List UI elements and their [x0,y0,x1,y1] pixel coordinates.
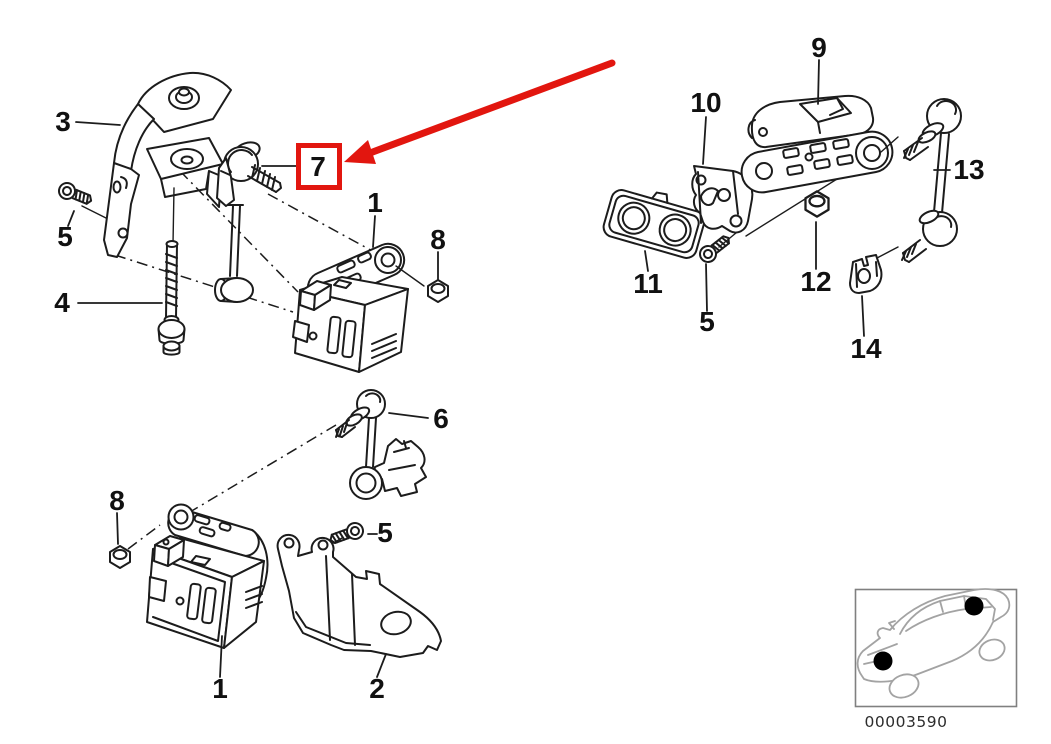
callout-1-lower[interactable]: 1 [212,673,228,704]
callout-12[interactable]: 12 [800,266,831,297]
part-drawing-sensor-9 [740,94,894,194]
callout-3[interactable]: 3 [55,106,71,137]
part-drawing-bracket-10 [691,165,754,234]
part-drawing-screw-5-rear [695,230,735,267]
callout-5-rear[interactable]: 5 [699,306,715,337]
part-drawing-bracket-3 [103,71,232,258]
callout-leader-lines [67,59,951,678]
callout-11[interactable]: 11 [633,268,663,299]
part-drawing-nut-8-front [427,279,449,303]
lower-assembly [109,389,442,658]
part-drawing-bracket-2 [276,533,442,658]
callout-9[interactable]: 9 [811,32,827,63]
part-drawing-clip-14 [849,254,883,294]
callout-8-front[interactable]: 8 [430,224,446,255]
highlight-box [296,143,342,190]
diagram-code: 00003590 [865,713,948,731]
highlight-arrow-shaft [366,59,616,157]
part-drawing-nut-8-lower [109,545,131,569]
sensor-location-dot-front [873,651,893,671]
part-drawing-link-rod-7 [214,141,282,303]
part-drawing-bolt-4 [157,240,186,356]
part-drawing-screw-5-front [55,179,96,210]
callout-14[interactable]: 14 [850,333,882,364]
callout-13[interactable]: 13 [953,154,984,185]
highlight-annotation [296,59,616,190]
location-thumbnail: 00003590 [854,588,1018,731]
callout-7-highlighted[interactable]: 7 [310,151,326,182]
callout-6[interactable]: 6 [433,403,449,434]
part-drawing-nut-12 [804,190,830,218]
callout-1-front[interactable]: 1 [367,187,383,218]
part-drawing-sensor-1-front [292,242,409,373]
part-drawing-plate-11 [602,189,706,259]
callout-2[interactable]: 2 [369,673,385,704]
part-drawing-sensor-1-lower [146,503,269,649]
callout-labels: 3 5 4 7 1 8 9 10 11 5 12 13 14 6 8 5 1 2 [54,32,984,704]
front-assembly [55,71,449,373]
callout-8-lower[interactable]: 8 [109,485,125,516]
rear-assembly [602,94,962,294]
part-drawing-link-rod-6 [335,389,427,500]
highlight-arrow-head [344,140,376,164]
callout-10[interactable]: 10 [690,87,721,118]
sensor-location-dot-rear [964,596,984,616]
part-drawing-link-13 [901,98,962,263]
callout-5-lower[interactable]: 5 [377,517,393,548]
callout-5-front[interactable]: 5 [57,221,73,252]
callout-4[interactable]: 4 [54,287,70,318]
